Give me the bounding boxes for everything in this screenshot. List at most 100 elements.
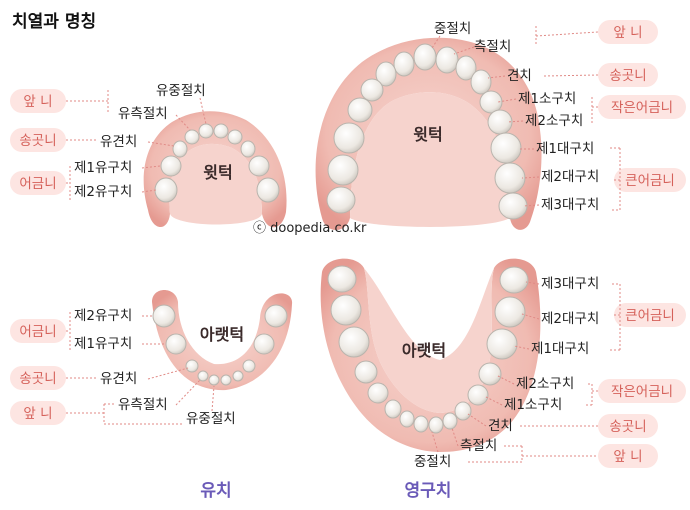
leader-line: [453, 46, 475, 55]
primary-upper-jaw: 윗턱: [143, 111, 287, 228]
leader-line: [431, 431, 439, 453]
tag-front: [10, 89, 66, 113]
primary-upper-canine-label: 유견치: [100, 134, 137, 150]
leader-line: [521, 313, 540, 320]
leader-line: [451, 427, 459, 447]
permanent-lower-tooth: [494, 296, 526, 328]
permanent-upper-tooth: [347, 97, 373, 123]
bracket-line: [591, 97, 598, 125]
primary-lower-tooth: [253, 333, 275, 355]
primary-upper-second-molar-label: 제2유구치: [74, 184, 132, 200]
primary-upper-first-molar-label: 제1유구치: [74, 160, 132, 176]
permanent-upper-second-premolar-label: 제2소구치: [525, 113, 583, 129]
tag-front-text: 앞 니: [23, 94, 52, 110]
permanent-lower-jaw-label: 아랫턱: [402, 341, 446, 360]
primary-upper-jaw-label: 윗턱: [203, 163, 232, 182]
diagram-title: 치열과 명칭: [12, 12, 96, 32]
permanent-upper-tooth: [470, 69, 492, 95]
primary-lower-jaw: 아랫턱: [152, 290, 293, 391]
primary-upper-tooth: [213, 123, 229, 139]
permanent-lower-lateral-incisor-label: 측절치: [460, 438, 497, 454]
leader-line: [199, 97, 207, 125]
tag-small-molar: [598, 95, 686, 119]
tag-canine-text: 송곳니: [19, 133, 56, 149]
primary-lower-tooth: [220, 374, 232, 386]
permanent-lower-tooth: [327, 265, 357, 293]
permanent-upper-tooth: [333, 122, 365, 154]
primary-lower-tooth: [152, 304, 176, 328]
permanent-upper-tooth: [479, 90, 503, 114]
permanent-upper-jaw: 윗턱: [315, 37, 542, 230]
bracket-line: [610, 283, 621, 351]
permanent-lower-tooth: [499, 266, 529, 294]
tag-canine: [598, 414, 658, 438]
permanent-lower-tooth: [384, 399, 402, 419]
primary-lower-canine-label: 유견치: [100, 371, 137, 387]
primary-lower-tooth: [185, 359, 199, 373]
primary-upper-tooth: [256, 177, 280, 203]
tag-canine: [10, 128, 66, 152]
permanent-lower-tooth: [467, 384, 489, 406]
permanent-lower-central-incisor-label: 중절치: [414, 454, 451, 470]
tag-canine-text: 송곳니: [609, 68, 646, 84]
tag-canine: [10, 366, 66, 390]
permanent-lower-tooth: [338, 326, 370, 358]
permanent-lower-first-molar-label: 제1대구치: [531, 341, 589, 357]
primary-lower-tooth: [242, 359, 256, 373]
leader-line: [497, 375, 515, 385]
permanent-upper-first-premolar-label: 제1소구치: [518, 91, 576, 107]
tag-large-molar: [614, 168, 686, 192]
permanent-upper-tooth: [455, 55, 477, 81]
leader-line: [175, 114, 191, 131]
leader-line: [487, 75, 506, 79]
tag-front: [10, 401, 66, 425]
permanent-upper-tooth: [360, 78, 384, 102]
credit-text: ⓒ doopedia.co.kr: [253, 221, 367, 236]
primary-lower-tooth: [264, 304, 288, 328]
primary-upper-tooth: [160, 155, 182, 177]
leader-line: [507, 120, 524, 123]
tag-molar: [10, 171, 66, 195]
permanent-lower-floor: [364, 268, 494, 413]
primary-teeth-caption: 유치: [200, 481, 231, 501]
permanent-upper-tooth: [498, 192, 528, 220]
bracket-line: [468, 445, 598, 463]
leader-line: [485, 396, 503, 406]
tag-front-text: 앞 니: [613, 25, 642, 41]
permanent-lower-tooth: [428, 416, 444, 434]
permanent-lower-first-premolar-label: 제1소구치: [504, 397, 562, 413]
tag-molar-text: 어금니: [19, 324, 56, 340]
permanent-upper-tooth: [413, 43, 437, 71]
tag-small-molar: [598, 379, 686, 403]
primary-upper-lateral-incisor-label: 유측절치: [118, 106, 168, 122]
permanent-lower-second-premolar-label: 제2소구치: [516, 376, 574, 392]
tag-molar-text: 어금니: [19, 176, 56, 192]
permanent-lower-tooth: [399, 410, 415, 428]
tag-molar: [10, 319, 66, 343]
bracket-line: [66, 403, 184, 425]
permanent-lower-third-molar-label: 제3대구치: [541, 276, 599, 292]
permanent-lower-second-molar-label: 제2대구치: [541, 311, 599, 327]
permanent-lower-tooth: [478, 362, 502, 386]
permanent-upper-tooth: [375, 61, 397, 87]
bracket-line: [66, 312, 71, 350]
leader-line: [175, 379, 201, 406]
permanent-upper-tooth: [327, 154, 359, 186]
permanent-lower-tooth: [367, 382, 389, 404]
bracket-line: [610, 147, 621, 211]
permanent-upper-second-molar-label: 제2대구치: [541, 169, 599, 185]
primary-upper-tooth: [227, 129, 243, 145]
permanent-upper-tooth: [490, 132, 522, 164]
primary-lower-tooth: [197, 370, 209, 382]
primary-lower-first-molar-label: 제1유구치: [74, 336, 132, 352]
permanent-lower-tooth: [486, 328, 518, 360]
primary-upper-tooth: [240, 140, 256, 158]
tag-canine-text: 송곳니: [19, 371, 56, 387]
permanent-lower-jaw: 아랫턱: [320, 258, 541, 452]
leader-line: [513, 345, 530, 350]
primary-upper-palate: [169, 143, 262, 225]
bracket-line: [66, 90, 109, 112]
bracket-line: [535, 26, 599, 46]
permanent-lower-tooth: [354, 360, 378, 384]
